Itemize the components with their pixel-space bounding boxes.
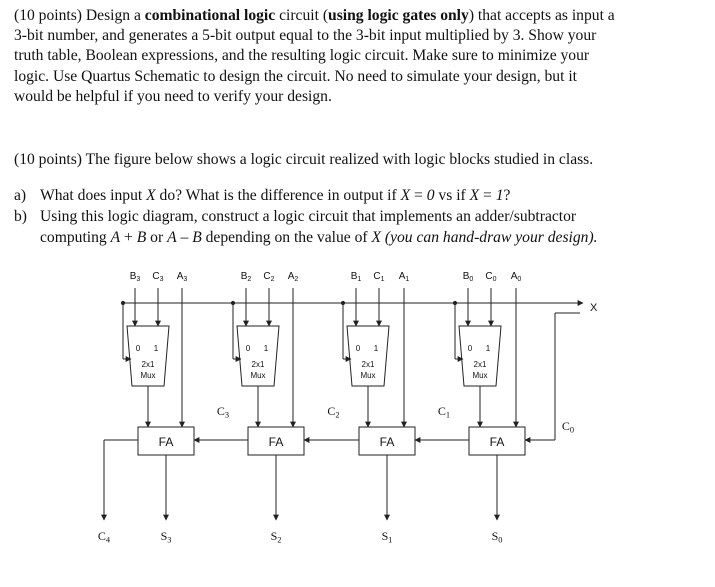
junction [120, 300, 126, 306]
carry-c0-label: C0 [562, 419, 574, 435]
carry-label: C3 [217, 404, 229, 420]
p1-line2: 3-bit number, and generates a 5-bit outp… [14, 27, 597, 45]
problem-2-item-b: b)Using this logic diagram, construct a … [14, 208, 577, 225]
input-label-b: B3 [130, 271, 141, 283]
mux-label: Mux [250, 371, 265, 380]
mux-input-1-label: 1 [264, 344, 269, 353]
mux-input-1-label: 1 [154, 344, 159, 353]
carry-label: C2 [327, 404, 339, 420]
sum-label: S3 [161, 529, 172, 545]
mux-input-1-label: 1 [374, 344, 379, 353]
fa-label: FA [159, 435, 174, 449]
input-label-b: B0 [463, 271, 474, 283]
carry-c4-label: C4 [98, 529, 111, 545]
problem-1-text: (10 points) Design a combinational logic… [14, 6, 710, 107]
mux-label: 2x1 [142, 360, 155, 369]
full-adder [247, 426, 305, 456]
input-label-a: A2 [288, 271, 299, 283]
input-label-a: A3 [177, 271, 188, 283]
problem-2-intro: (10 points) The figure below shows a log… [14, 151, 594, 168]
mux-input-0-label: 0 [468, 344, 473, 353]
input-label-c: C3 [152, 271, 163, 283]
sum-label: S2 [271, 529, 282, 545]
fa-label: FA [490, 435, 505, 449]
mux-label: 2x1 [474, 360, 487, 369]
fa-label: FA [269, 435, 284, 449]
mux-2x1 [458, 325, 502, 387]
problem-2-item-a: a)What does input X do? What is the diff… [14, 187, 511, 204]
mux-label: 2x1 [252, 360, 265, 369]
mux-label: Mux [140, 371, 155, 380]
p1-line4: logic. Use Quartus Schematic to design t… [14, 67, 577, 85]
input-label-a: A1 [399, 271, 410, 283]
carry-label: C1 [438, 404, 450, 420]
junction [340, 300, 346, 306]
sum-label: S1 [382, 529, 393, 545]
full-adder [358, 426, 416, 456]
mux-2x1 [236, 325, 280, 387]
p1-line1: (10 points) Design a combinational logic… [14, 7, 615, 24]
junction [452, 300, 458, 306]
mux-2x1 [346, 325, 390, 387]
mux-label: 2x1 [362, 360, 375, 369]
input-label-b: B1 [351, 271, 362, 283]
x-input-label: X [590, 302, 598, 314]
input-label-a: A0 [511, 271, 522, 283]
fa-label: FA [380, 435, 395, 449]
p1-line5: would be helpful if you need to verify y… [14, 87, 332, 105]
mux-label: Mux [472, 371, 487, 380]
mux-input-0-label: 0 [246, 344, 251, 353]
sum-label: S0 [492, 529, 503, 545]
input-label-c: C2 [263, 271, 274, 283]
junction [230, 300, 236, 306]
mux-input-0-label: 0 [136, 344, 141, 353]
input-label-b: B2 [241, 271, 252, 283]
problem-2-item-b-cont: computing A + B or A – B depending on th… [40, 229, 598, 246]
input-label-c: C1 [373, 271, 384, 283]
input-label-c: C0 [485, 271, 496, 283]
mux-input-1-label: 1 [486, 344, 491, 353]
p1-line3: truth table, Boolean expressions, and th… [14, 47, 590, 65]
mux-label: Mux [360, 371, 375, 380]
mux-input-0-label: 0 [356, 344, 361, 353]
